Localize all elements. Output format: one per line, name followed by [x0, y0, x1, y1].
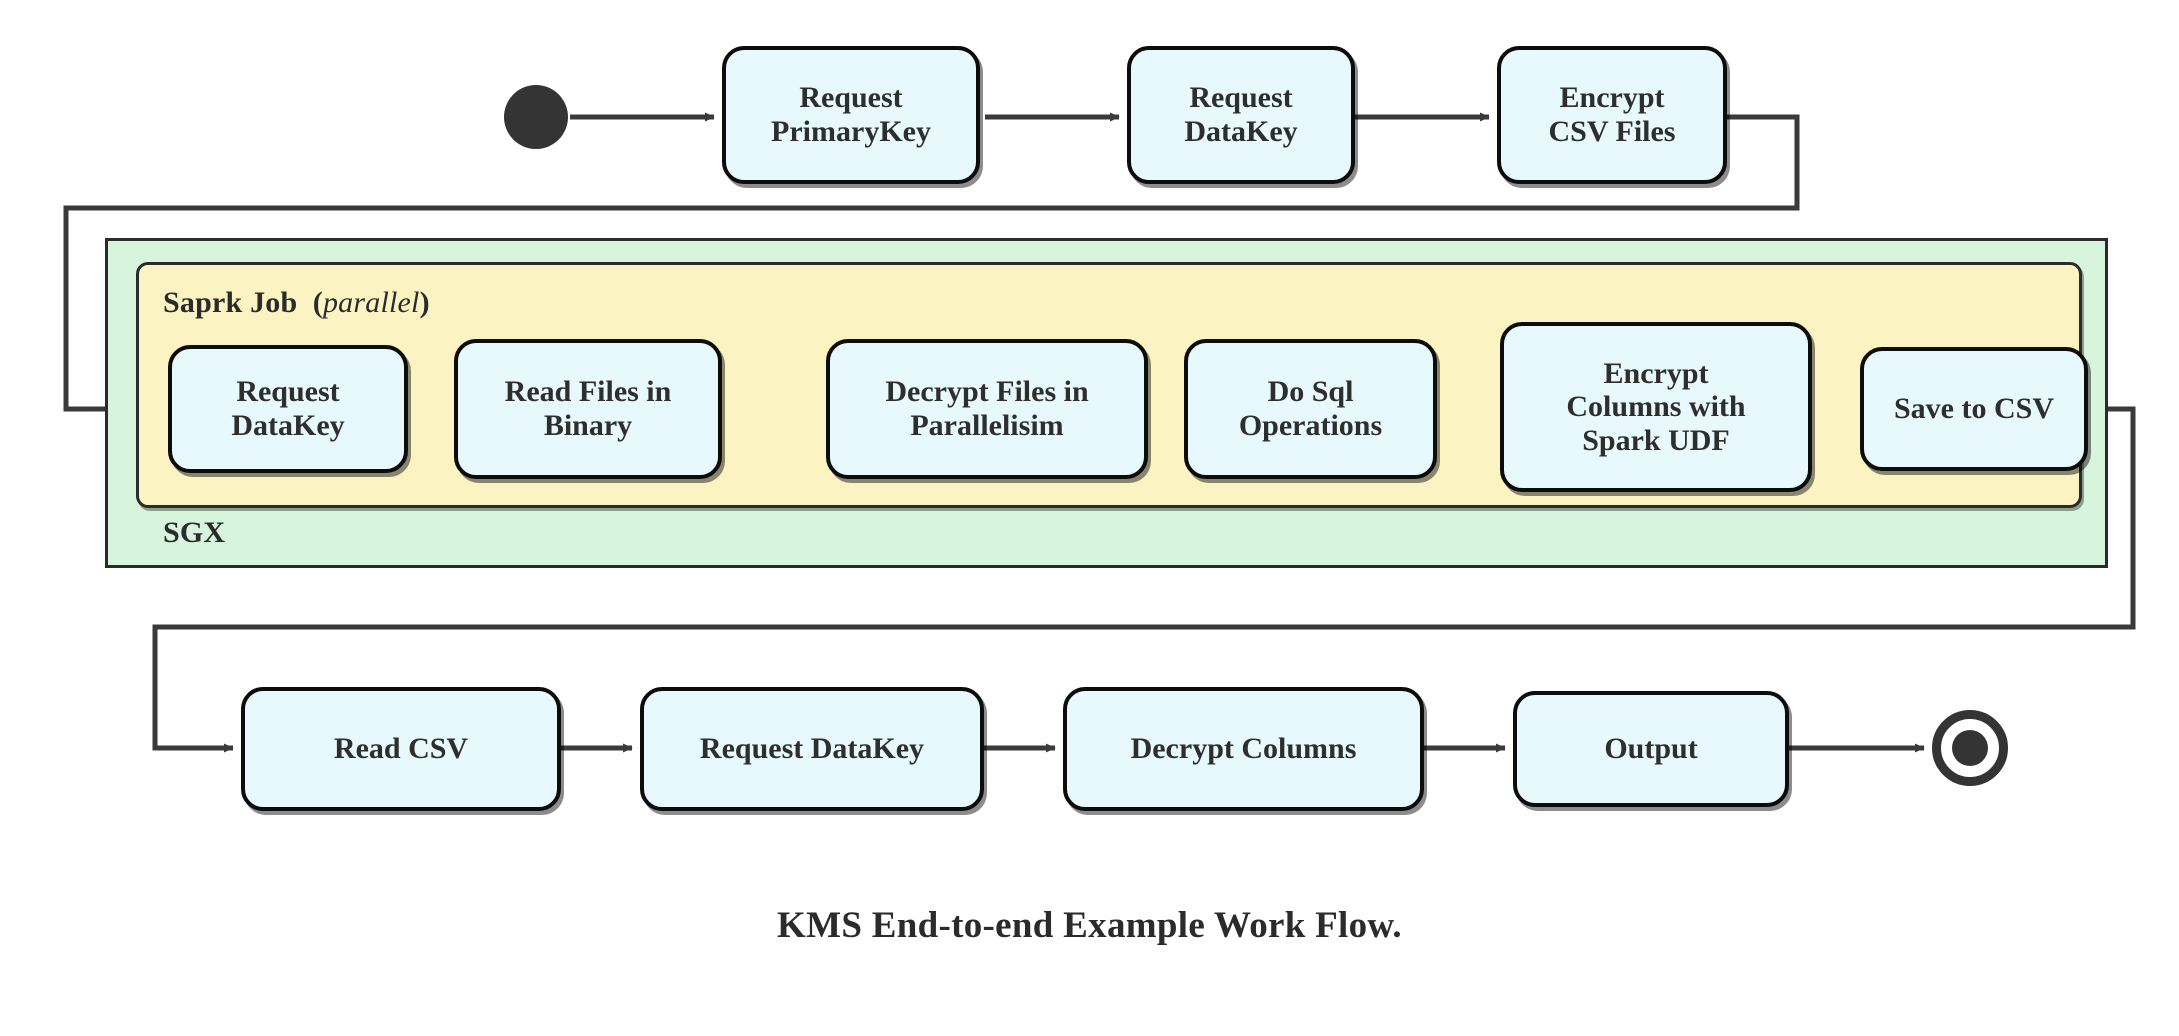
- container-sgx-label: SGX: [163, 516, 225, 550]
- figure-caption-text: KMS End-to-end Example Work Flow.: [777, 905, 1402, 946]
- node-label: Request DataKey: [699, 732, 925, 766]
- node-request-primarykey[interactable]: Request PrimaryKey: [722, 46, 980, 184]
- node-label: Output: [1604, 732, 1698, 766]
- node-encrypt-columns-with-spark-udf[interactable]: Encrypt Columns with Spark UDF: [1500, 322, 1812, 492]
- node-read-files-in-binary[interactable]: Read Files in Binary: [454, 339, 722, 479]
- node-label: Request PrimaryKey: [771, 81, 931, 148]
- container-sgx-label-text: SGX: [163, 516, 226, 549]
- node-label: Do Sql Operations: [1238, 375, 1383, 442]
- node-label: Encrypt CSV Files: [1548, 81, 1676, 148]
- paren-close: ): [419, 286, 430, 319]
- node-request-datakey-bottom[interactable]: Request DataKey: [640, 687, 984, 811]
- node-read-csv[interactable]: Read CSV: [241, 687, 561, 811]
- initial-node: [504, 85, 568, 149]
- container-spark-job-label: Saprk Job (parallel): [163, 286, 430, 320]
- container-spark-job-modifier: parallel: [322, 286, 420, 319]
- container-spark-job-label-text: Saprk Job: [163, 286, 298, 319]
- node-decrypt-columns[interactable]: Decrypt Columns: [1063, 687, 1424, 811]
- node-encrypt-csv-files[interactable]: Encrypt CSV Files: [1497, 46, 1727, 184]
- node-label: Read Files in Binary: [504, 375, 672, 442]
- node-output[interactable]: Output: [1513, 691, 1789, 807]
- node-label: Request DataKey: [231, 375, 345, 442]
- node-label: Decrypt Columns: [1130, 732, 1357, 766]
- node-decrypt-files-in-parallelisim[interactable]: Decrypt Files in Parallelisim: [826, 339, 1148, 479]
- final-node: [1932, 710, 2008, 786]
- node-request-datakey-spark[interactable]: Request DataKey: [168, 345, 408, 473]
- final-node-inner: [1952, 730, 1988, 766]
- node-label: Save to CSV: [1893, 392, 2054, 426]
- node-label: Read CSV: [333, 732, 469, 766]
- node-save-to-csv[interactable]: Save to CSV: [1860, 347, 2088, 471]
- node-label: Request DataKey: [1184, 81, 1298, 148]
- node-do-sql-operations[interactable]: Do Sql Operations: [1184, 339, 1437, 479]
- spacer: [297, 286, 312, 319]
- paren-open: (: [312, 286, 323, 319]
- node-request-datakey-top[interactable]: Request DataKey: [1127, 46, 1355, 184]
- figure-caption: KMS End-to-end Example Work Flow.: [0, 904, 2179, 947]
- node-label: Decrypt Files in Parallelisim: [885, 375, 1089, 442]
- node-label: Encrypt Columns with Spark UDF: [1566, 356, 1746, 457]
